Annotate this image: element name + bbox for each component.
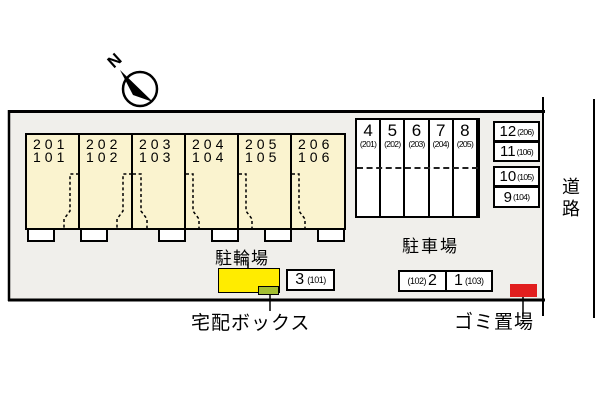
parking-space-number: 11 xyxy=(500,143,516,160)
road-label: 道路 xyxy=(560,177,580,221)
unit-upper-number: 205 xyxy=(245,136,281,152)
parking-space-number: 1 xyxy=(454,272,463,289)
parking-space-unit: (106) xyxy=(516,146,534,157)
parking-space-number: 9 xyxy=(503,188,512,206)
porch-1 xyxy=(27,228,55,242)
parking-space-unit: (206) xyxy=(517,126,534,137)
unit-label-4: 204 104 xyxy=(192,136,228,165)
parking-space-10: 10 (105) xyxy=(493,166,540,187)
porch-4 xyxy=(211,228,239,242)
parking-space-unit: (103) xyxy=(464,276,484,286)
stair-dashed-line-4 xyxy=(186,173,200,229)
unit-upper-number: 204 xyxy=(192,136,228,152)
parking-space-2: (102) 2 xyxy=(400,272,447,290)
unit-lower-number: 101 xyxy=(33,148,69,165)
parking-space-unit: (104) xyxy=(513,192,530,202)
parking-space-unit: (105) xyxy=(517,171,534,182)
parking-space-9: 9 (104) xyxy=(493,186,540,208)
parking-space-number: 6 xyxy=(411,121,422,140)
parking-space-unit: (203) xyxy=(408,139,425,149)
porch-3 xyxy=(158,228,186,242)
parking-space-12: 12 (206) xyxy=(493,121,540,142)
compass-icon xyxy=(120,70,159,108)
delivery-box-label: 宅配ボックス xyxy=(191,313,311,334)
parking-dashed-divider xyxy=(357,167,478,169)
bicycle-parking-label: 駐輪場 xyxy=(215,249,269,268)
parking-space-11: 11 (106) xyxy=(493,141,540,162)
parking-space-number: 10 xyxy=(499,168,517,185)
parking-space-number: 7 xyxy=(435,121,446,140)
unit-lower-number: 104 xyxy=(192,148,228,165)
stair-dashed-line-6 xyxy=(292,173,306,229)
porch-6 xyxy=(317,228,345,242)
parking-space-unit: (101) xyxy=(307,275,326,285)
garbage-area-label: ゴミ置場 xyxy=(454,312,535,333)
parking-space-number: 3 xyxy=(295,271,305,288)
unit-label-2: 202 102 xyxy=(86,136,122,165)
unit-label-1: 201 101 xyxy=(33,136,69,165)
parking-area-label: 駐車場 xyxy=(402,237,459,256)
stair-dashed-line-3 xyxy=(133,173,148,229)
parking-space-number: 4 xyxy=(363,121,373,140)
parking-back-row: 4 (201) 5 (202) 6 (203) 7 (204) 8 (205) xyxy=(355,118,480,218)
parking-front-pair: (102) 2 1 (103) xyxy=(398,270,493,292)
parking-space-unit: (201) xyxy=(359,139,377,149)
unit-lower-number: 103 xyxy=(139,148,175,165)
unit-label-3: 203 103 xyxy=(139,136,175,165)
parking-space-number: 5 xyxy=(387,121,398,140)
unit-label-5: 205 105 xyxy=(245,136,281,165)
unit-porches xyxy=(27,228,345,242)
unit-lower-number: 106 xyxy=(298,148,334,165)
parking-space-unit: (202) xyxy=(384,139,401,149)
delivery-box-marker xyxy=(258,286,279,295)
stair-dashed-line-5 xyxy=(239,173,253,229)
parking-space-3: 3 (101) xyxy=(286,269,335,291)
unit-upper-number: 203 xyxy=(139,136,175,152)
parking-space-1: 1 (103) xyxy=(447,272,492,290)
parking-space-number: 12 xyxy=(499,123,517,140)
unit-lower-number: 102 xyxy=(86,148,122,165)
stair-dashed-lines xyxy=(63,173,306,229)
parking-space-number: 8 xyxy=(460,121,470,140)
unit-upper-number: 202 xyxy=(86,136,122,152)
parking-space-number: 2 xyxy=(428,272,437,289)
porch-2 xyxy=(80,228,108,242)
unit-lower-number: 105 xyxy=(245,148,281,165)
parking-space-unit: (204) xyxy=(432,139,450,149)
unit-label-6: 206 106 xyxy=(298,136,334,165)
porch-5 xyxy=(264,228,292,242)
unit-upper-number: 201 xyxy=(33,136,69,152)
parking-space-unit: (102) xyxy=(407,276,427,286)
stair-dashed-line-1 xyxy=(63,173,79,229)
unit-upper-number: 206 xyxy=(298,136,334,152)
parking-space-unit: (205) xyxy=(456,139,474,149)
unit-box-1 xyxy=(25,133,80,230)
stair-dashed-line-2 xyxy=(116,173,132,229)
garbage-area-marker xyxy=(510,284,537,297)
